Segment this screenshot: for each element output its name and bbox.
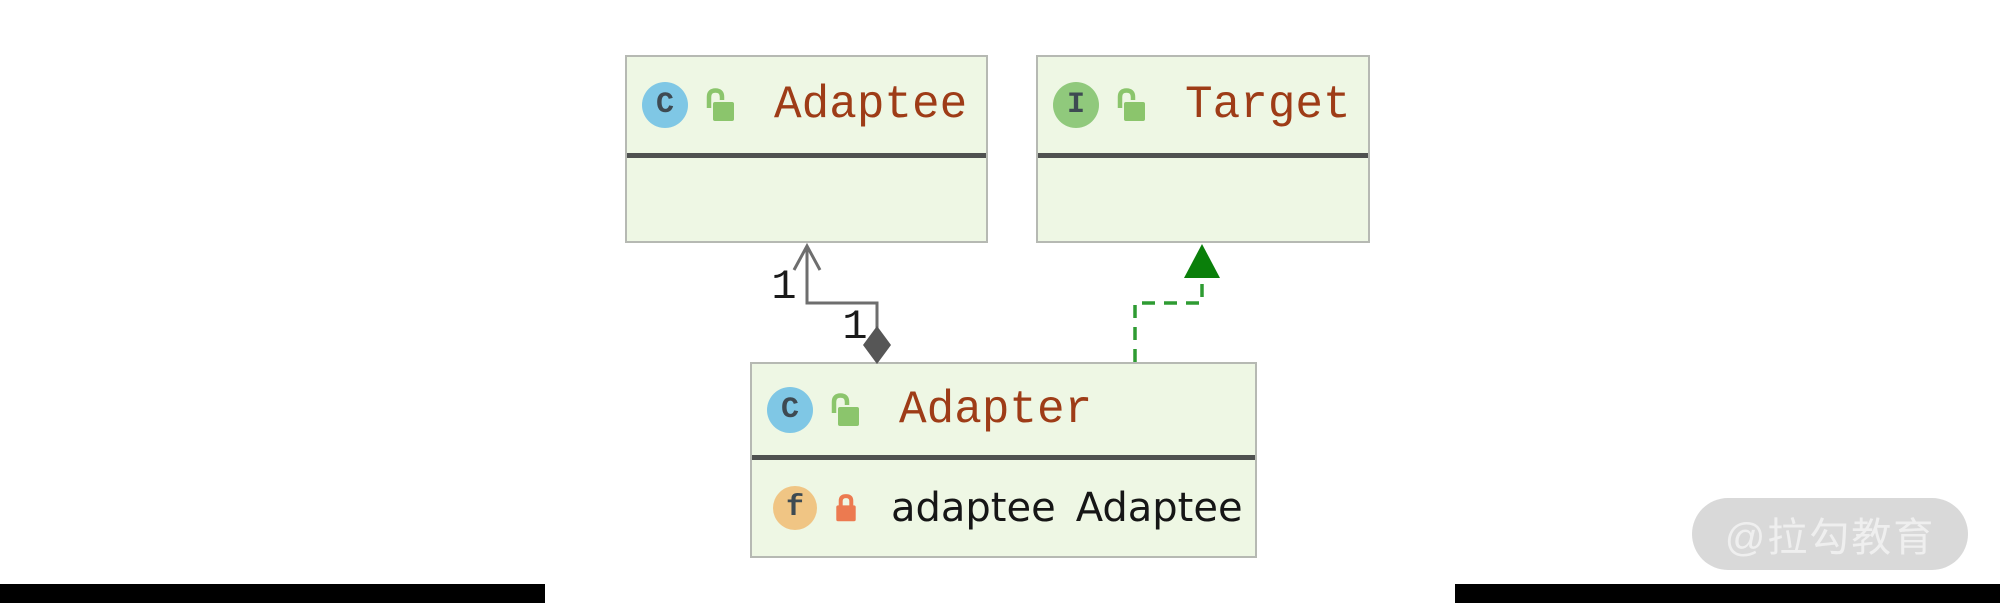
section-separator bbox=[627, 153, 986, 158]
field-name: adaptee bbox=[891, 485, 1056, 531]
unlocked-icon bbox=[1117, 88, 1145, 121]
interface-icon: I bbox=[1053, 82, 1099, 128]
multiplicity-label-adapter-end: 1 bbox=[842, 303, 867, 351]
field-row-adaptee[interactable]: f adaptee Adaptee bbox=[752, 460, 1255, 556]
field-type: Adaptee bbox=[1075, 485, 1243, 531]
letterbox-bar-left bbox=[0, 584, 545, 603]
locked-icon bbox=[836, 494, 856, 522]
interface-badge-letter: I bbox=[1066, 88, 1085, 122]
unlocked-icon bbox=[706, 88, 734, 121]
composition-diamond-icon bbox=[863, 326, 891, 364]
interface-header: I Target bbox=[1038, 57, 1368, 153]
section-separator bbox=[752, 455, 1255, 460]
realization-edge[interactable] bbox=[1133, 244, 1220, 362]
members-section-empty bbox=[1038, 158, 1368, 241]
unlocked-icon bbox=[831, 392, 859, 426]
section-separator bbox=[1038, 153, 1368, 158]
open-arrowhead-icon bbox=[792, 242, 822, 271]
letterbox-bar-right bbox=[1455, 584, 2000, 603]
watermark-badge: @拉勾教育 bbox=[1692, 498, 1968, 570]
members-section-empty bbox=[627, 158, 986, 241]
interface-name: Target bbox=[1185, 79, 1351, 131]
class-icon: C bbox=[642, 82, 688, 128]
watermark-text: @拉勾教育 bbox=[1724, 516, 1936, 560]
class-name: Adaptee bbox=[774, 79, 968, 131]
class-badge-letter: C bbox=[780, 392, 799, 427]
realization-triangle-icon bbox=[1184, 244, 1220, 278]
composition-edge[interactable]: 1 1 bbox=[771, 242, 891, 364]
field-badge-letter: f bbox=[785, 491, 804, 525]
class-name: Adapter bbox=[899, 383, 1093, 436]
class-header: C Adapter bbox=[752, 364, 1255, 455]
class-icon: C bbox=[767, 386, 813, 433]
class-header: C Adaptee bbox=[627, 57, 986, 153]
field-icon: f bbox=[773, 486, 817, 530]
multiplicity-label-adaptee-end: 1 bbox=[771, 263, 796, 311]
class-node-adaptee[interactable]: C Adaptee bbox=[625, 55, 988, 243]
class-badge-letter: C bbox=[655, 88, 674, 122]
interface-node-target[interactable]: I Target bbox=[1036, 55, 1370, 243]
class-node-adapter[interactable]: C Adapter f adaptee Adaptee bbox=[750, 362, 1257, 558]
